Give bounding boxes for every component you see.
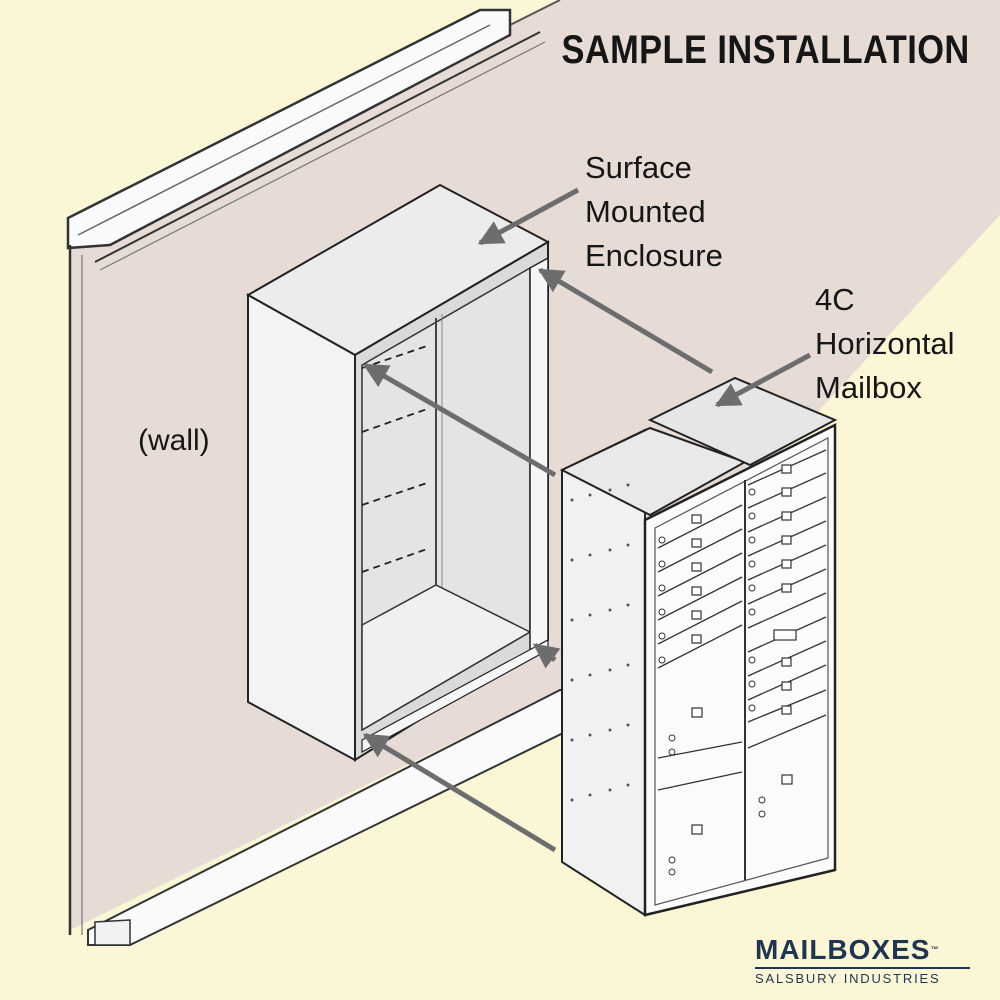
arrows	[362, 187, 812, 853]
arrow-enclosure-label	[477, 187, 580, 246]
arrow-top-right	[537, 267, 714, 375]
mailbox-label-line-3: Mailbox	[815, 370, 922, 405]
arrow-mailbox-label	[714, 352, 812, 408]
brand-logo: MAILBOXES™ SALSBURY INDUSTRIES	[755, 936, 970, 986]
logo-name: MAILBOXES™	[755, 934, 940, 965]
page-title: SAMPLE INSTALLATION	[561, 28, 970, 72]
arrow-top-left	[362, 362, 557, 478]
logo-divider	[755, 967, 970, 969]
mailbox-label-line-2: Horizontal	[815, 326, 955, 361]
enclosure-label-line-2: Mounted	[585, 194, 706, 229]
arrow-bottom-left	[362, 732, 557, 853]
enclosure-label-line-3: Enclosure	[585, 238, 723, 273]
surface-mounted-enclosure	[245, 183, 551, 762]
enclosure-label-line-1: Surface	[585, 150, 692, 185]
wall-label: (wall)	[138, 424, 210, 457]
mailbox-label-line-1: 4C	[815, 282, 855, 317]
arrow-bottom-right	[533, 643, 561, 669]
logo-trademark: ™	[930, 945, 940, 954]
4c-horizontal-mailbox	[559, 376, 838, 917]
logo-tagline: SALSBURY INDUSTRIES	[755, 971, 941, 986]
